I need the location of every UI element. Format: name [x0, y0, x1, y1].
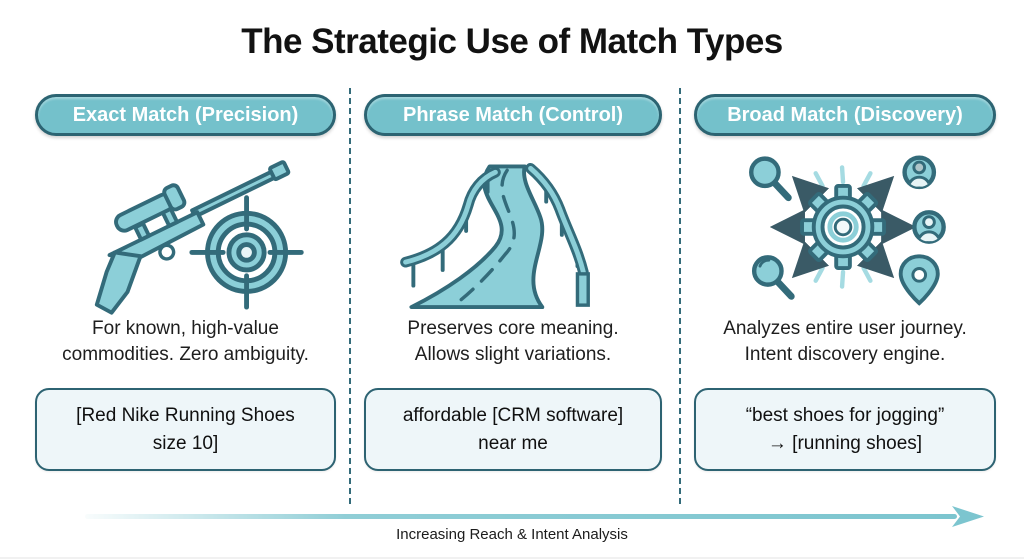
- gear-network-icon: [749, 155, 946, 306]
- header-pill-broad-match: Broad Match (Discovery): [694, 94, 996, 136]
- header-pill-label: Exact Match (Precision): [72, 103, 299, 126]
- icon-wrap-phrase: [395, 140, 631, 314]
- column-divider: [679, 88, 681, 504]
- header-pill-label: Broad Match (Discovery): [727, 103, 963, 126]
- sniper-rifle-target-icon: [94, 160, 304, 315]
- winding-road-icon: [400, 163, 590, 310]
- page-title: The Strategic Use of Match Types: [241, 22, 783, 61]
- column-description: For known, high-value commodities. Zero …: [62, 318, 309, 366]
- column-description: Analyzes entire user journey. Intent dis…: [723, 318, 967, 366]
- header-pill-phrase-match: Phrase Match (Control): [364, 94, 662, 136]
- header-pill-exact-match: Exact Match (Precision): [35, 94, 336, 136]
- example-query-box: [Red Nike Running Shoes size 10]: [35, 388, 336, 472]
- arrow-caption: Increasing Reach & Intent Analysis: [396, 526, 628, 543]
- column-exact-match: Exact Match (Precision): [35, 94, 336, 472]
- reach-arrow: [85, 506, 984, 527]
- icon-wrap-broad: [727, 140, 963, 314]
- column-phrase-match: Phrase Match (Control): [364, 94, 662, 472]
- column-divider: [349, 88, 351, 504]
- example-query-box: affordable [CRM software] near me: [364, 388, 662, 472]
- column-description: Preserves core meaning. Allows slight va…: [407, 318, 619, 366]
- column-broad-match: Broad Match (Discovery): [694, 94, 996, 472]
- header-pill-label: Phrase Match (Control): [402, 103, 624, 126]
- icon-wrap-exact: [58, 140, 314, 315]
- example-query-box: “best shoes for jogging” → [running shoe…: [694, 388, 996, 472]
